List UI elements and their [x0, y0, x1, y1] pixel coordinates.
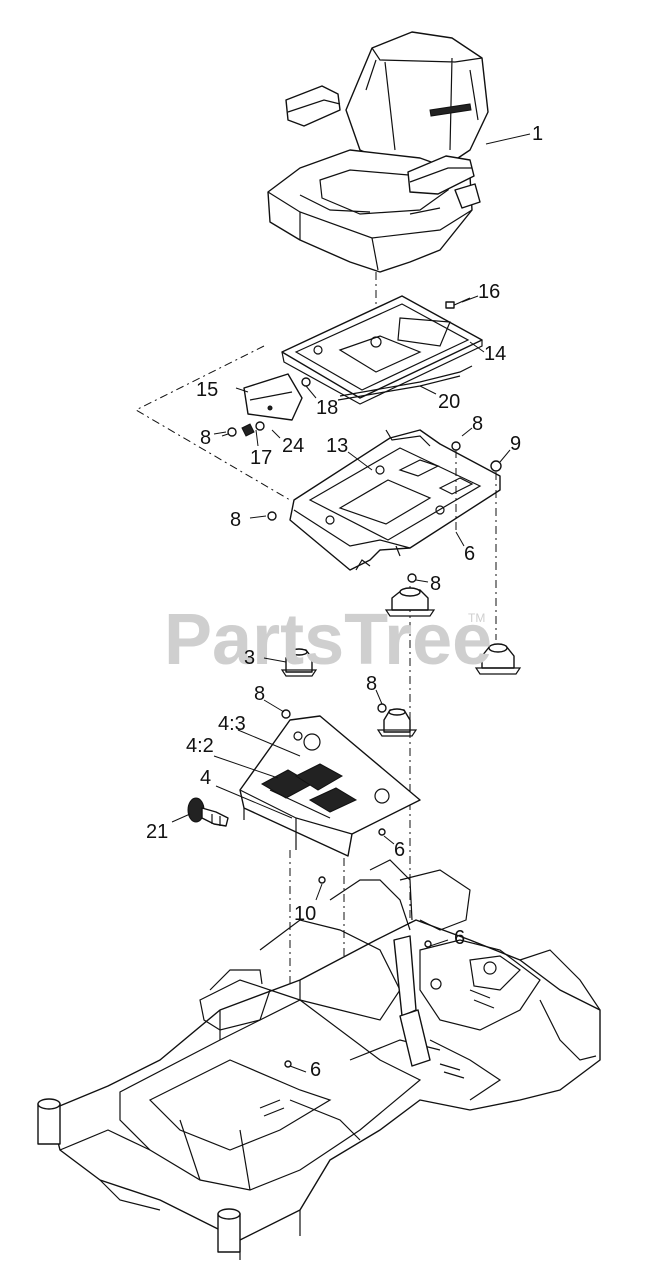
callout-18: 18	[316, 397, 338, 419]
callout-8-frame: 8	[230, 509, 241, 531]
bolt-6-frame	[424, 940, 432, 948]
nut-8-left	[267, 511, 277, 521]
callout-6-plate: 6	[394, 839, 405, 861]
callout-4-3: 4:3	[218, 713, 246, 735]
seat	[267, 31, 489, 273]
isolator-mount-lower	[376, 708, 418, 737]
watermark-trademark: TM	[468, 611, 485, 625]
clip-18	[301, 377, 311, 387]
callout-20: 20	[438, 391, 460, 413]
knob-21	[187, 797, 229, 827]
nut-9	[490, 460, 502, 472]
hardware-17-24	[221, 421, 265, 437]
deck-plate	[239, 715, 421, 857]
callout-24: 24	[282, 435, 304, 457]
callout-4: 4	[200, 767, 211, 789]
chassis-frame	[49, 859, 601, 1260]
callout-8-lower-mount: 8	[366, 673, 377, 695]
bolt-10	[318, 876, 326, 884]
isolator-mount-right	[474, 643, 522, 675]
isolator-mount-upper	[384, 587, 436, 617]
slide-dash-line	[134, 345, 291, 501]
callout-8-left-upper: 8	[200, 427, 211, 449]
callout-3: 3	[244, 647, 255, 669]
callout-6-base: 6	[310, 1059, 321, 1081]
seat-frame	[289, 429, 501, 571]
callout-6-tower: 6	[454, 927, 465, 949]
front-post-left	[37, 1098, 61, 1145]
front-post-right	[217, 1208, 241, 1253]
watermark: PartsTree	[164, 600, 492, 680]
seat-plate	[281, 295, 483, 405]
callout-16: 16	[478, 281, 500, 303]
callout-13: 13	[326, 435, 348, 457]
callout-8-top: 8	[472, 413, 483, 435]
callout-21: 21	[146, 821, 168, 843]
callout-6-frame: 6	[464, 543, 475, 565]
callout-15: 15	[196, 379, 218, 401]
nut-8-plate-right	[377, 703, 387, 713]
steering-tower	[393, 935, 431, 1067]
bolt-6-plate	[378, 828, 386, 836]
callout-10: 10	[294, 903, 316, 925]
callout-8-plate: 8	[254, 683, 265, 705]
callout-1: 1	[532, 123, 543, 145]
isolator-mount-left	[280, 648, 318, 677]
callout-9: 9	[510, 433, 521, 455]
nut-8-mid	[407, 573, 417, 583]
bracket-15	[243, 373, 303, 421]
callout-4-2: 4:2	[186, 735, 214, 757]
callout-17: 17	[250, 447, 272, 469]
callout-14: 14	[484, 343, 506, 365]
bolt-16	[445, 297, 471, 309]
nut-8-top	[451, 441, 461, 451]
callout-8-mount: 8	[430, 573, 441, 595]
bolt-6-base	[284, 1060, 292, 1068]
